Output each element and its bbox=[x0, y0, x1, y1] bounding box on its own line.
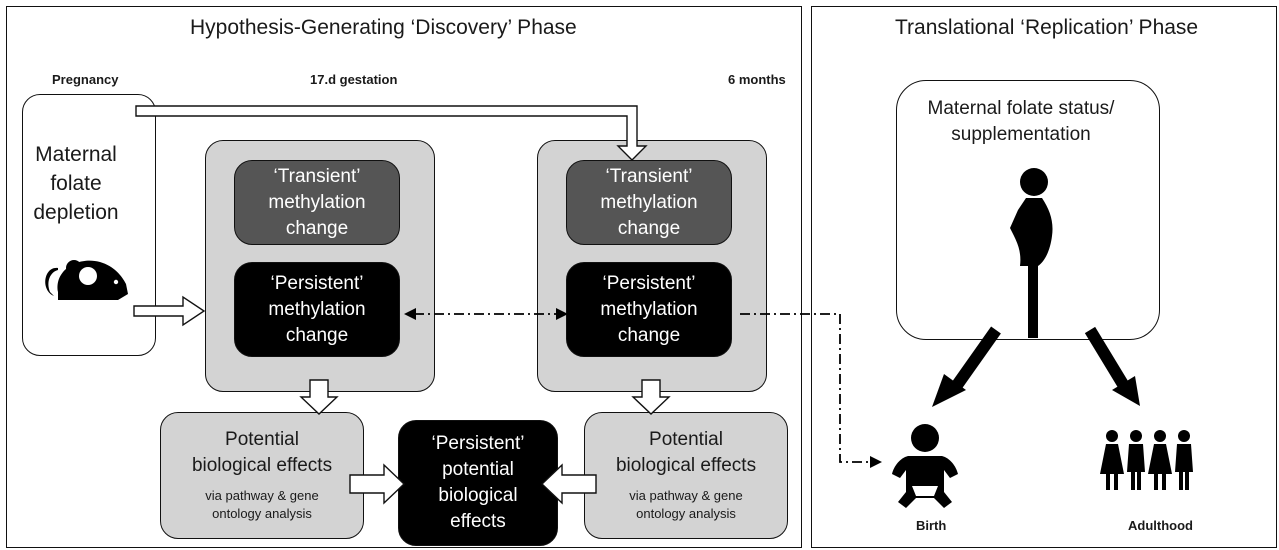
replication-panel bbox=[811, 6, 1277, 548]
status-to-adulthood-arrow bbox=[1084, 326, 1140, 406]
adults-group-icon bbox=[1100, 430, 1193, 490]
six-months-down-arrow bbox=[631, 379, 671, 415]
adulthood-label: Adulthood bbox=[1128, 518, 1193, 533]
gestation-persistent-methylation-box: ‘Persistent’ methylation change bbox=[234, 262, 400, 357]
gestation-biological-effects-box: Potential biological effects via pathway… bbox=[160, 412, 364, 539]
six-months-effects-sub: via pathway & gene ontology analysis bbox=[629, 488, 743, 521]
maternal-to-gestation-arrow bbox=[133, 295, 206, 327]
timepoint-gestation: 17.d gestation bbox=[310, 72, 398, 87]
baby-icon bbox=[892, 424, 958, 508]
discovery-panel bbox=[6, 6, 802, 548]
persistent-to-birth-dashdot bbox=[740, 313, 872, 463]
maternal-folate-status-label: Maternal folate status/ supplementation bbox=[927, 98, 1115, 145]
persistent-biological-effects-box: ‘Persistent’ potential biological effect… bbox=[398, 420, 558, 546]
gestation-transient-methylation-box: ‘Transient’ methylation change bbox=[234, 160, 400, 245]
timepoint-six-months: 6 months bbox=[728, 72, 786, 87]
timepoint-pregnancy: Pregnancy bbox=[52, 72, 119, 87]
maternal-to-six-months-arrow bbox=[135, 105, 648, 161]
maternal-folate-depletion-label: Maternal folate depletion bbox=[33, 143, 119, 224]
discovery-title: Hypothesis-Generating ‘Discovery’ Phase bbox=[190, 16, 577, 39]
six-months-effects-to-persistent-arrow bbox=[540, 463, 597, 505]
pregnant-woman-icon bbox=[1010, 168, 1053, 338]
six-months-transient-methylation-box: ‘Transient’ methylation change bbox=[566, 160, 732, 245]
six-months-persistent-methylation-box: ‘Persistent’ methylation change bbox=[566, 262, 732, 357]
status-to-birth-arrow bbox=[932, 326, 1001, 407]
birth-label: Birth bbox=[916, 518, 947, 533]
gestation-effects-to-persistent-arrow bbox=[349, 463, 406, 505]
gestation-down-arrow bbox=[299, 379, 339, 415]
persistent-link-dashdot bbox=[404, 308, 568, 320]
replication-title: Translational ‘Replication’ Phase bbox=[895, 16, 1199, 39]
birth-arrowhead bbox=[870, 456, 882, 468]
six-months-biological-effects-box: Potential biological effects via pathway… bbox=[584, 412, 788, 539]
gestation-effects-sub: via pathway & gene ontology analysis bbox=[205, 488, 319, 521]
mouse-icon bbox=[45, 260, 128, 300]
gestation-effects-main: Potential biological effects bbox=[191, 429, 333, 476]
six-months-effects-main: Potential biological effects bbox=[615, 429, 757, 476]
